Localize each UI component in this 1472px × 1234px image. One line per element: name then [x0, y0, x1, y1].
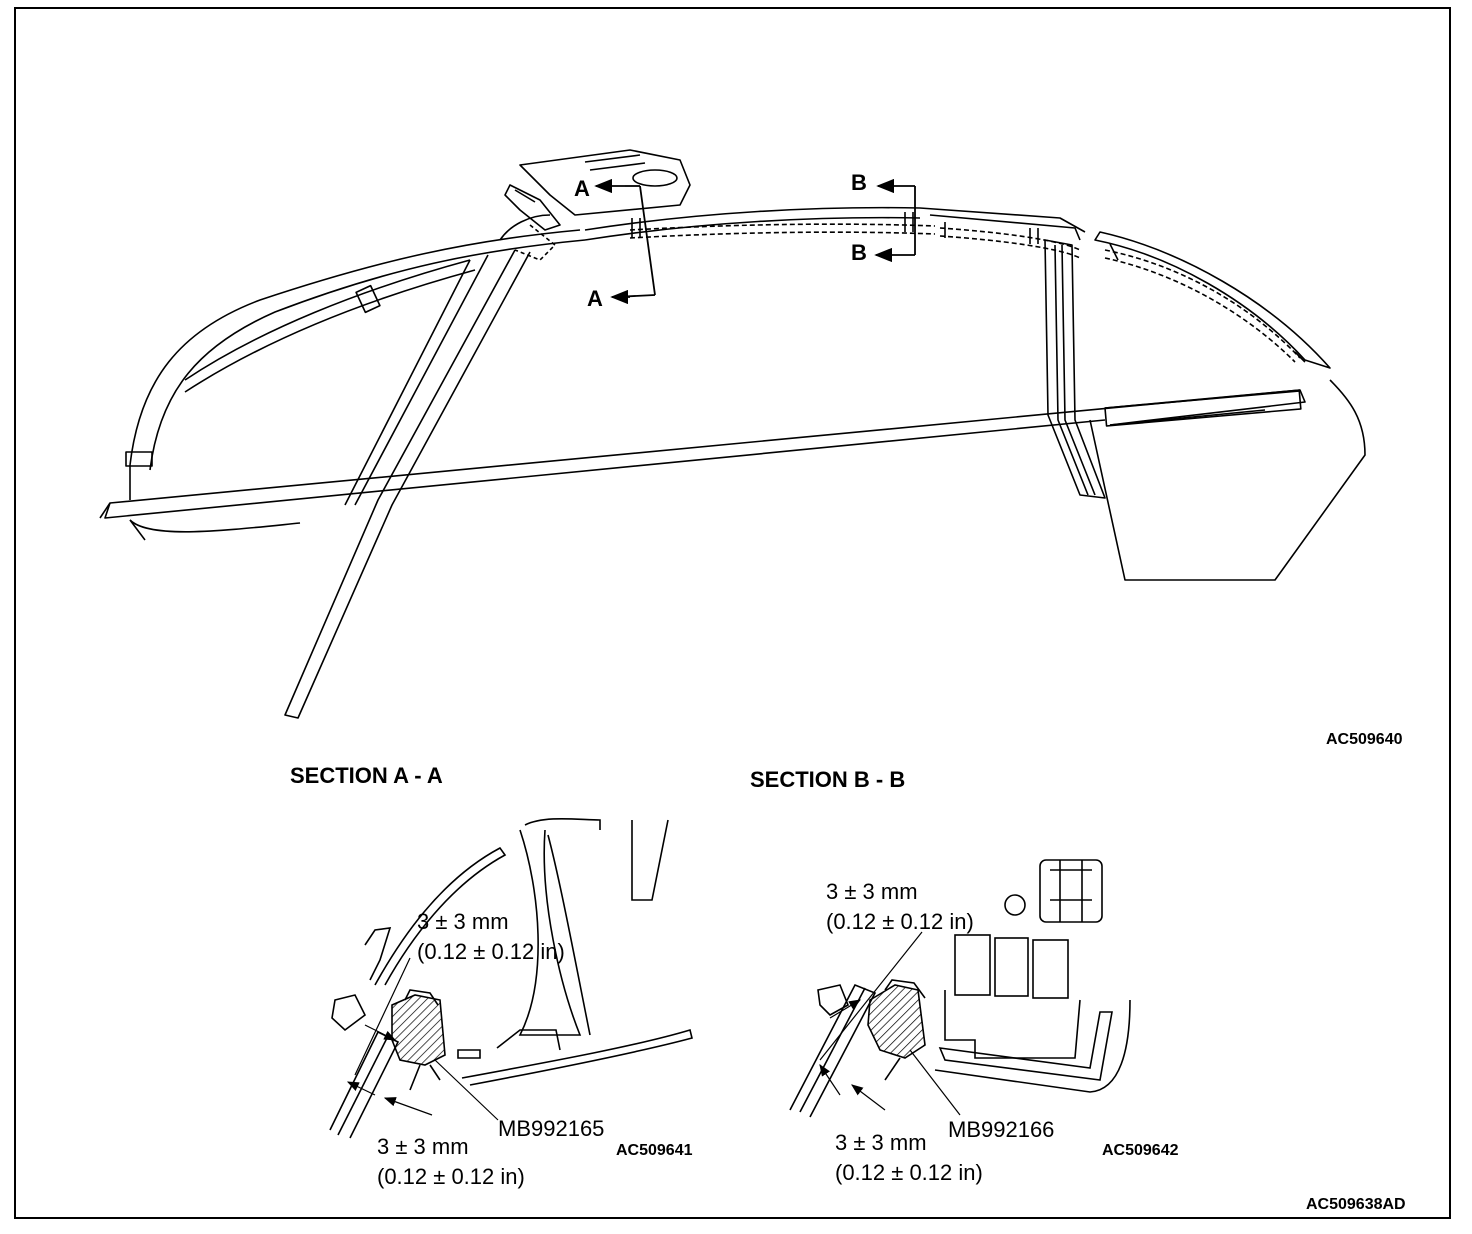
rear-roof-molding: [1094, 231, 1331, 369]
section-b-figure-id: AC509642: [1102, 1142, 1179, 1159]
section-a-cut-line: [594, 178, 656, 305]
main-view-drawing: [99, 149, 1366, 719]
center-pillar: [1044, 239, 1106, 499]
belt-line-molding: [99, 389, 1306, 519]
main-view-figure-id: AC509640: [1326, 731, 1403, 748]
section-a-gap-top-in: (0.12 ± 0.12 in): [417, 939, 565, 964]
section-a-marker-bottom: A: [587, 286, 603, 311]
section-b-gap-top-in: (0.12 ± 0.12 in): [826, 909, 974, 934]
section-a-figure-id: AC509641: [616, 1142, 693, 1159]
section-a-gap-bottom-mm: 3 ± 3 mm: [377, 1134, 469, 1159]
section-b-drawing: [789, 859, 1131, 1118]
section-b-gap-bottom-mm: 3 ± 3 mm: [835, 1130, 927, 1155]
section-a-title: SECTION A - A: [290, 763, 443, 788]
section-a-tool-number: MB992165: [498, 1116, 605, 1141]
section-a-gap-bottom-in: (0.12 ± 0.12 in): [377, 1164, 525, 1189]
front-roof-molding: [129, 229, 581, 466]
section-b-marker-bottom: B: [851, 240, 867, 265]
section-b-title: SECTION B - B: [750, 767, 906, 792]
section-a-gap-top-mm: 3 ± 3 mm: [417, 909, 509, 934]
mirror-bracket: [519, 149, 691, 216]
section-a-drawing: [329, 817, 693, 1139]
figure-frame: [14, 7, 1451, 1219]
section-b-marker-top: B: [851, 170, 867, 195]
section-b-cut-line: [874, 178, 916, 263]
front-pillar-strip: [284, 249, 531, 719]
section-b-gap-bottom-in: (0.12 ± 0.12 in): [835, 1160, 983, 1185]
section-b-gap-top-mm: 3 ± 3 mm: [826, 879, 918, 904]
section-a-marker-top: A: [574, 176, 590, 201]
rear-door-glass: [1089, 379, 1366, 581]
section-b-tool-number: MB992166: [948, 1117, 1055, 1142]
roof-channel: [584, 206, 1086, 233]
figure-id: AC509638AD: [1306, 1196, 1406, 1213]
